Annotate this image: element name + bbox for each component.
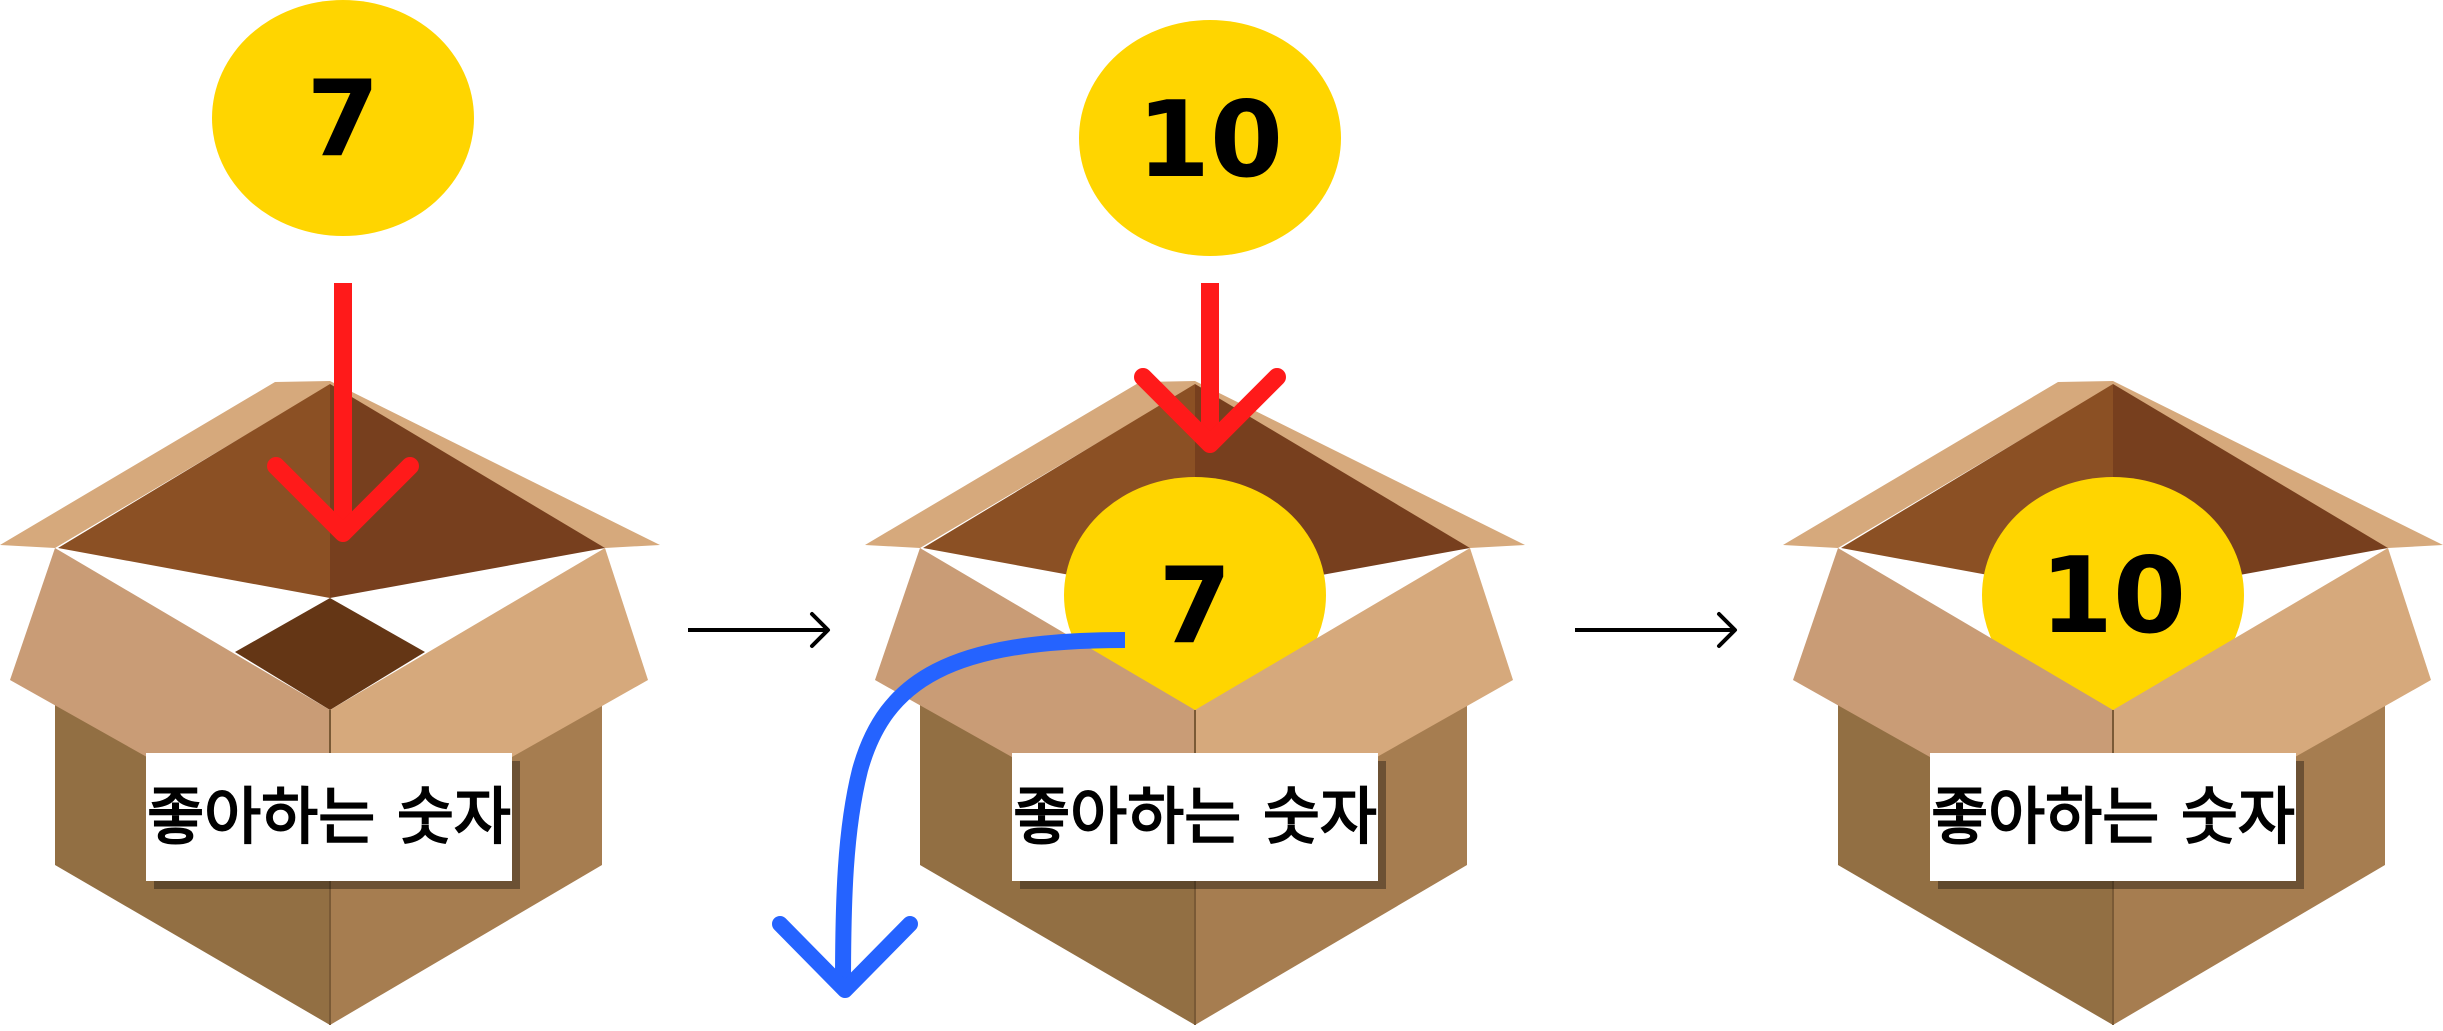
box-label-2: 좋아하는 숫자	[1012, 753, 1378, 881]
box-label-text-3: 좋아하는 숫자	[1931, 780, 2295, 853]
box-interior-left	[58, 384, 330, 598]
contained-ball-3: 10	[1982, 477, 2244, 713]
red-down-arrow-icon	[267, 283, 419, 542]
box-label-text-1: 좋아하는 숫자	[147, 780, 511, 853]
box-label-3: 좋아하는 숫자	[1930, 753, 2296, 881]
contained-value-2: 7	[1158, 545, 1231, 667]
right-arrow-icon	[688, 612, 830, 648]
box-label-text-2: 좋아하는 숫자	[1013, 780, 1377, 853]
right-arrow-icon	[1575, 612, 1737, 648]
blue-curved-arrow-icon	[772, 632, 1126, 998]
box-label-1: 좋아하는 숫자	[146, 753, 512, 881]
red-down-arrow-icon	[1134, 283, 1286, 453]
box-step-1	[0, 381, 660, 1025]
incoming-ball-2: 10	[1079, 20, 1341, 256]
incoming-ball-1: 7	[212, 0, 474, 236]
incoming-value-2: 10	[1137, 79, 1283, 201]
box-interior-right	[330, 384, 605, 598]
contained-ball-2: 7	[1064, 477, 1326, 713]
contained-value-3: 10	[2040, 535, 2186, 657]
incoming-value-1: 7	[306, 58, 379, 180]
